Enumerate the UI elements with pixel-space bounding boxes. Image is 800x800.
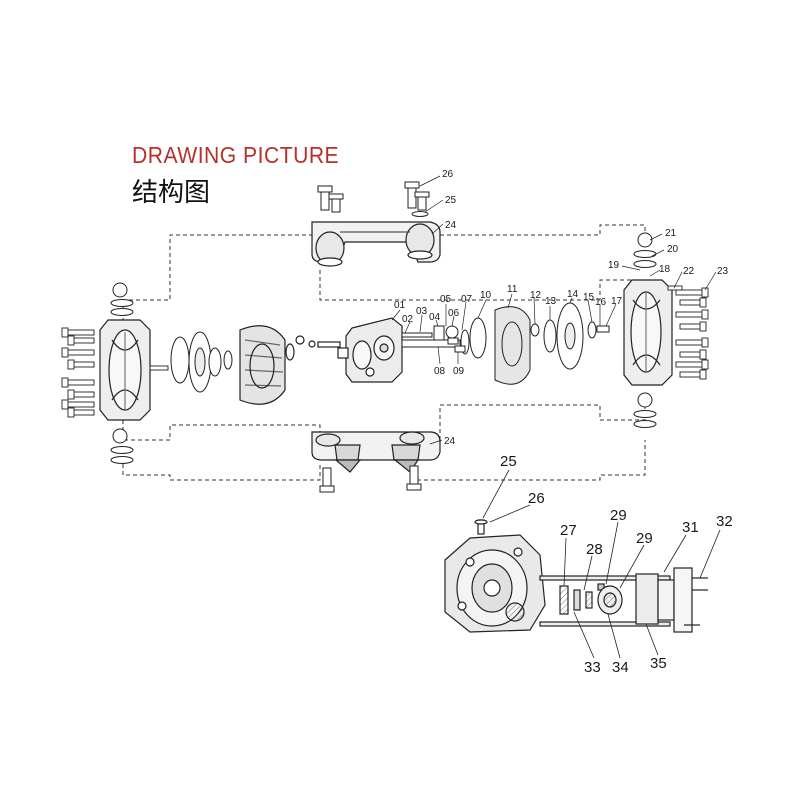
left-balls-and-seats bbox=[110, 282, 134, 464]
callout-21: 21 bbox=[665, 228, 677, 239]
drawing-title-en: DRAWING PICTURE bbox=[132, 142, 340, 168]
left-outer-chamber bbox=[99, 319, 151, 421]
callout-06: 06 bbox=[448, 308, 460, 319]
left-diaphragm-parts bbox=[170, 331, 233, 393]
callout-05: 05 bbox=[440, 294, 452, 305]
callout-detail-31: 31 bbox=[682, 519, 699, 536]
callout-22: 22 bbox=[683, 266, 695, 277]
callout-labels-top: 26 25 24 21 20 19 18 22 23 01 02 03 04 0… bbox=[394, 169, 729, 447]
callout-labels-detail: 25 26 27 28 29 29 31 32 33 34 35 bbox=[500, 453, 733, 676]
right-outer-chamber bbox=[623, 279, 673, 386]
left-chamber-bolts bbox=[61, 327, 169, 418]
callout-25: 25 bbox=[445, 195, 457, 206]
callout-detail-33: 33 bbox=[584, 659, 601, 676]
callout-03: 03 bbox=[416, 306, 428, 317]
callout-detail-26: 26 bbox=[528, 490, 545, 507]
callout-11: 11 bbox=[507, 284, 518, 295]
right-balls-and-seats bbox=[633, 232, 657, 428]
callout-detail-27: 27 bbox=[560, 522, 577, 539]
callout-12: 12 bbox=[530, 290, 542, 301]
detail-leader-lines bbox=[482, 469, 721, 659]
callout-14: 14 bbox=[567, 289, 579, 300]
shaft-and-spool bbox=[401, 325, 470, 355]
callout-detail-32: 32 bbox=[716, 513, 733, 530]
detail-view bbox=[444, 519, 708, 633]
callout-23: 23 bbox=[717, 266, 729, 277]
callout-02: 02 bbox=[402, 314, 414, 325]
callout-detail-25: 25 bbox=[500, 453, 517, 470]
callout-detail-29b: 29 bbox=[636, 530, 653, 547]
callout-08: 08 bbox=[434, 366, 446, 377]
top-manifold bbox=[311, 221, 441, 267]
bottom-manifold bbox=[311, 431, 441, 473]
callout-26: 26 bbox=[442, 169, 454, 180]
right-diaphragm-parts bbox=[469, 302, 610, 385]
callout-17: 17 bbox=[611, 296, 623, 307]
left-air-cover bbox=[239, 325, 316, 405]
callout-24: 24 bbox=[445, 220, 457, 231]
top-leader-lines bbox=[391, 175, 717, 445]
callout-01: 01 bbox=[394, 300, 406, 311]
bottom-bolts bbox=[319, 465, 422, 493]
center-body bbox=[317, 317, 403, 383]
callout-detail-29a: 29 bbox=[610, 507, 627, 524]
callout-detail-28: 28 bbox=[586, 541, 603, 558]
callout-07: 07 bbox=[461, 294, 473, 305]
callout-20: 20 bbox=[667, 244, 679, 255]
callout-detail-34: 34 bbox=[612, 659, 629, 676]
callout-13: 13 bbox=[545, 296, 557, 307]
drawing-title-zh: 结构图 bbox=[132, 178, 211, 208]
callout-24-bottom: 24 bbox=[444, 436, 456, 447]
callout-04: 04 bbox=[429, 312, 441, 323]
callout-10: 10 bbox=[480, 290, 492, 301]
top-bolts bbox=[317, 181, 430, 217]
callout-15: 15 bbox=[583, 292, 595, 303]
callout-detail-35: 35 bbox=[650, 655, 667, 672]
callout-19: 19 bbox=[608, 260, 620, 271]
callout-16: 16 bbox=[595, 297, 607, 308]
callout-09: 09 bbox=[453, 366, 465, 377]
right-chamber-bolts bbox=[667, 285, 709, 380]
callout-18: 18 bbox=[659, 264, 671, 275]
